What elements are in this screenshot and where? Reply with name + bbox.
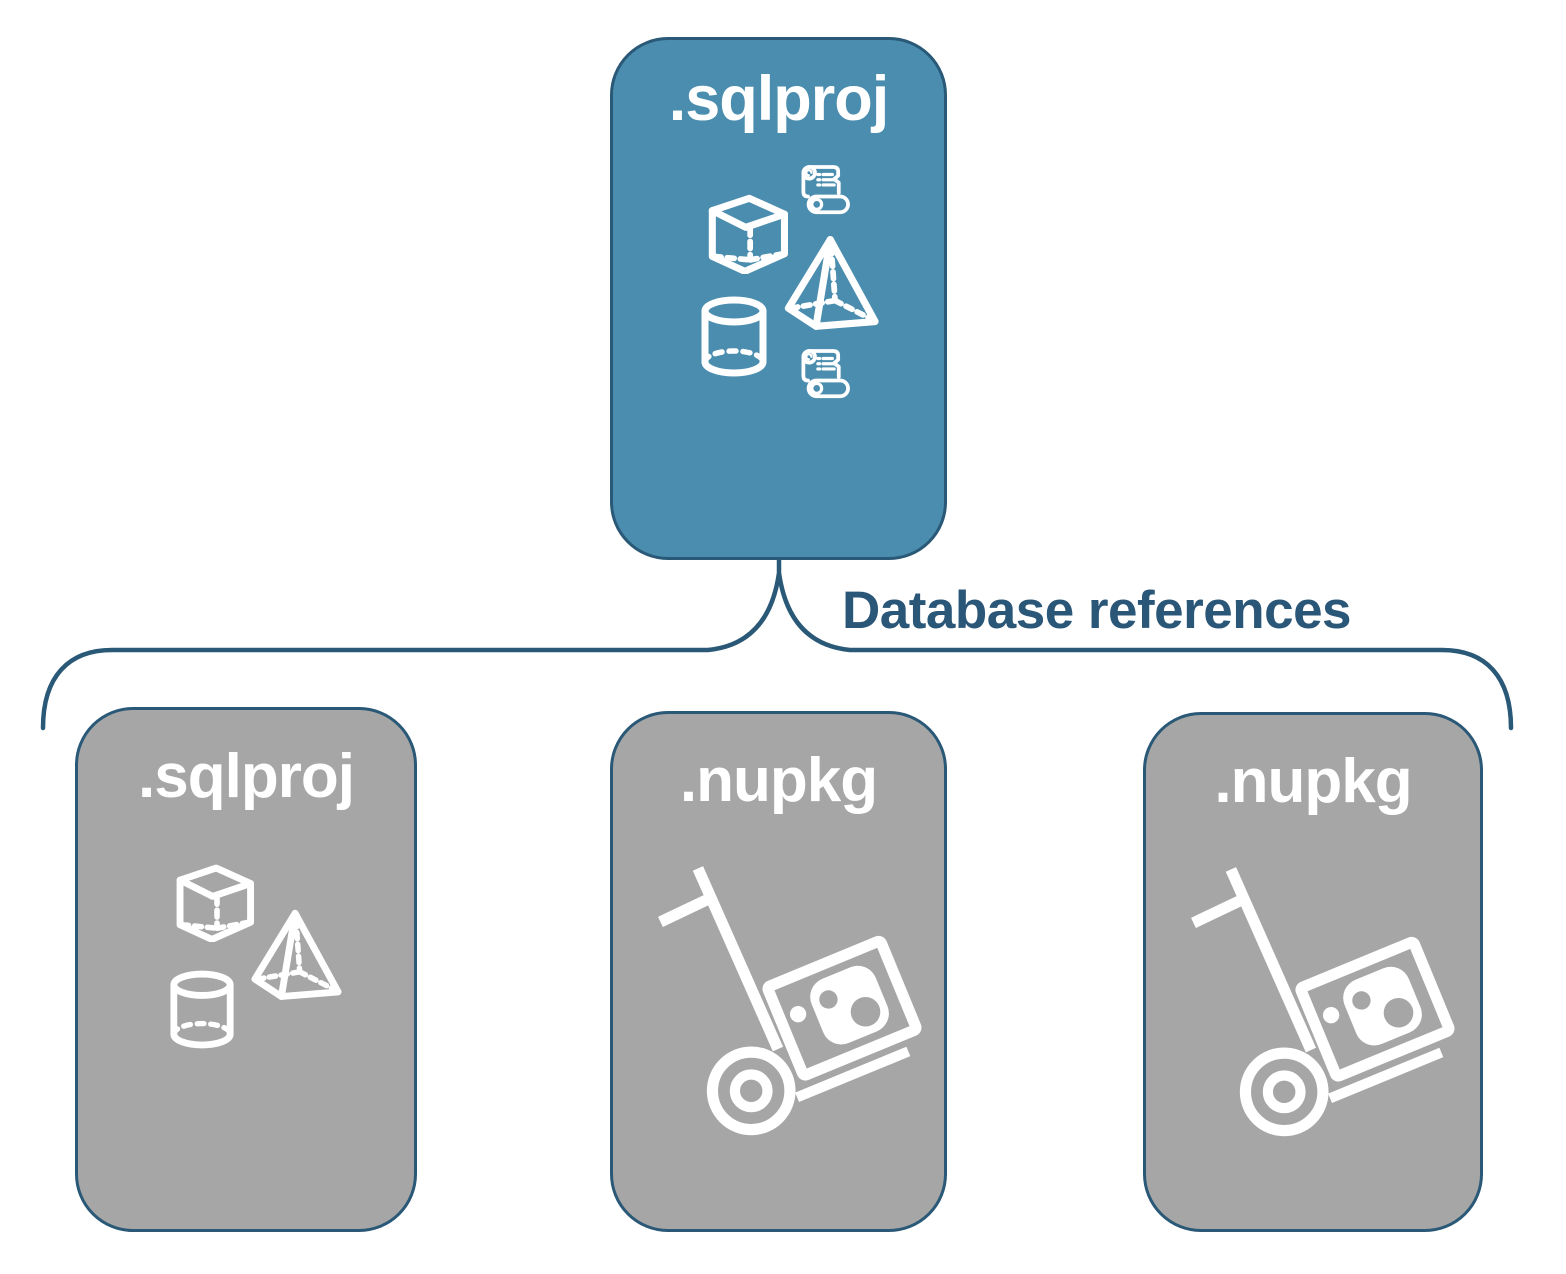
sql-script-scroll-icon <box>797 344 855 402</box>
node-title: .sqlproj <box>138 742 355 811</box>
child-node-nupkg-2: .nupkg <box>1143 712 1483 1232</box>
pyramid-icon <box>236 906 346 1002</box>
database-cylinder-icon <box>699 296 769 378</box>
database-cylinder-icon <box>168 970 236 1050</box>
package-dolly-icon <box>649 844 935 1150</box>
pyramid-icon <box>769 232 883 332</box>
child-node-nupkg-1: .nupkg <box>610 711 947 1232</box>
package-dolly-icon <box>1182 845 1468 1151</box>
node-title: .nupkg <box>679 746 878 815</box>
node-title: .nupkg <box>1214 747 1412 816</box>
child-node-sqlproj: .sqlproj <box>75 707 417 1232</box>
sql-script-scroll-icon <box>797 160 855 218</box>
node-title: .sqlproj <box>668 64 890 134</box>
connector-label: Database references <box>842 581 1352 640</box>
root-node-sqlproj: .sqlproj <box>610 37 947 560</box>
